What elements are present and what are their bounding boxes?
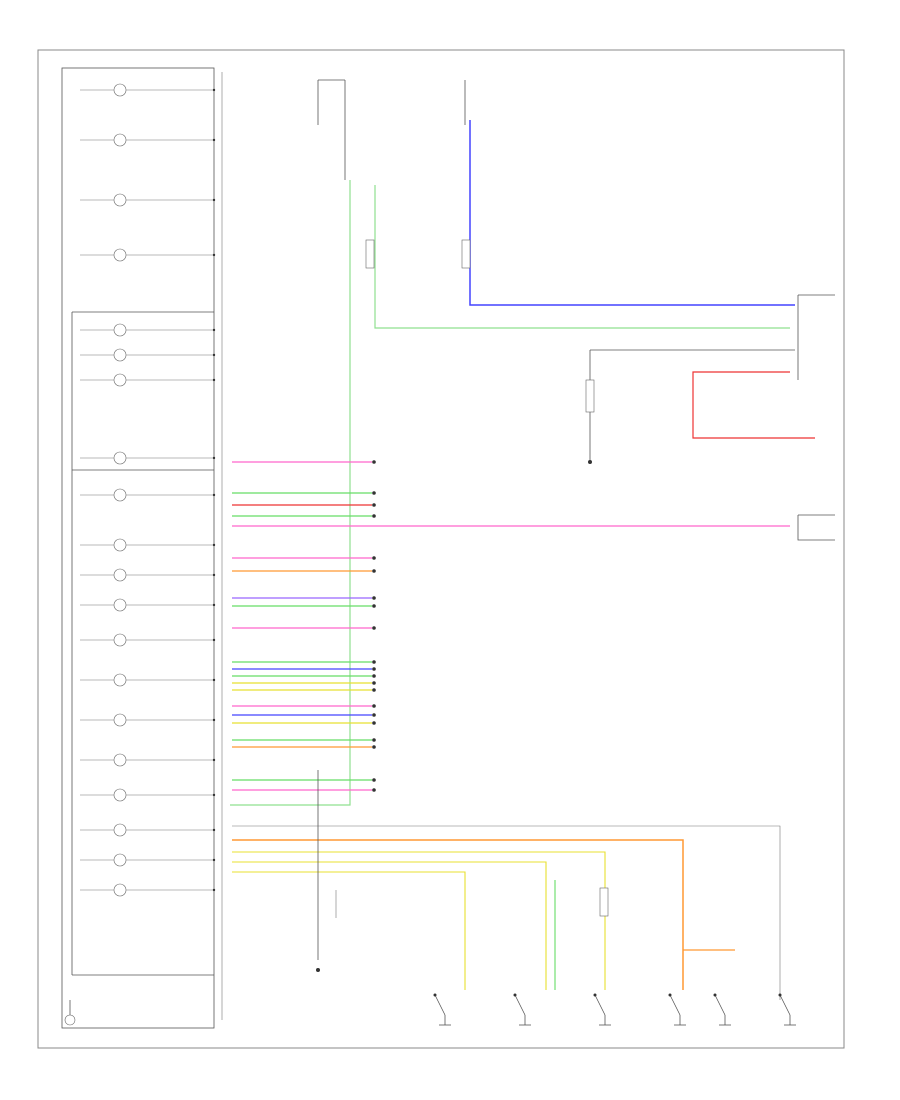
- door-switch-3: [593, 993, 611, 1026]
- ground-symbol: [64, 1000, 76, 1026]
- wire-row-13: [232, 681, 376, 685]
- wire-row-8: [232, 604, 376, 608]
- wire-row-15: [232, 704, 376, 708]
- right-connector-mid: [797, 514, 835, 541]
- wire-row-7: [232, 596, 376, 600]
- wire-row-10: [232, 660, 376, 664]
- door-switch-5: [713, 993, 731, 1026]
- cluster-right-front-door: [80, 788, 216, 802]
- cluster-left-turn: [80, 538, 216, 552]
- red-circuit: [692, 371, 815, 439]
- door-switch-2: [513, 993, 531, 1026]
- cluster-fuel-gauge: [80, 193, 216, 207]
- cluster-left-front-door: [80, 753, 216, 767]
- wire-row-5: [232, 556, 376, 560]
- wire-row-2: [232, 491, 376, 495]
- cluster-temperature-gauge: [80, 248, 216, 262]
- blue-vertical-circuit: [461, 80, 795, 306]
- cluster-high-beam: [80, 451, 216, 465]
- wire-row-14: [232, 688, 376, 692]
- wire-row-20: [232, 778, 376, 782]
- right-connector-top: [585, 294, 835, 464]
- cluster-warning-4: [80, 713, 216, 727]
- cluster-illumination: [80, 883, 216, 897]
- door-switch-6: [778, 993, 796, 1026]
- cluster-warning-2: [80, 633, 216, 647]
- wire-row-17: [232, 721, 376, 725]
- door-switch-1: [433, 993, 451, 1026]
- wire-row-9: [232, 626, 376, 630]
- cluster-left-rear-door: [80, 823, 216, 837]
- wire-row-4: [232, 514, 376, 518]
- cluster-low-fuel: [80, 488, 216, 502]
- cluster-right-rear-door: [80, 853, 216, 867]
- diagram-frame: [37, 49, 845, 1049]
- door-switch-4: [668, 993, 686, 1026]
- door-switch-harness: [232, 770, 781, 1000]
- cluster-indicator-3: [80, 373, 216, 387]
- wire-row-19: [232, 745, 376, 749]
- instrument-cluster: [61, 67, 215, 1029]
- cluster-speedometer: [80, 83, 216, 97]
- cluster-warning-3: [80, 673, 216, 687]
- wire-row-12: [232, 674, 376, 678]
- wire-row-16: [232, 713, 376, 717]
- cluster-indicator-2: [80, 348, 216, 362]
- wire-row-21: [232, 788, 376, 792]
- green-vertical-circuit: [230, 79, 790, 806]
- wire-row-18: [232, 738, 376, 742]
- cluster-right-turn: [80, 568, 216, 582]
- cluster-tachometer: [80, 133, 216, 147]
- cluster-indicator-1: [80, 323, 216, 337]
- wire-row-3: [232, 503, 376, 507]
- wire-row-1: [232, 460, 376, 464]
- cluster-warning-1: [80, 598, 216, 612]
- wire-row-11: [232, 667, 376, 671]
- wire-row-6: [232, 569, 376, 573]
